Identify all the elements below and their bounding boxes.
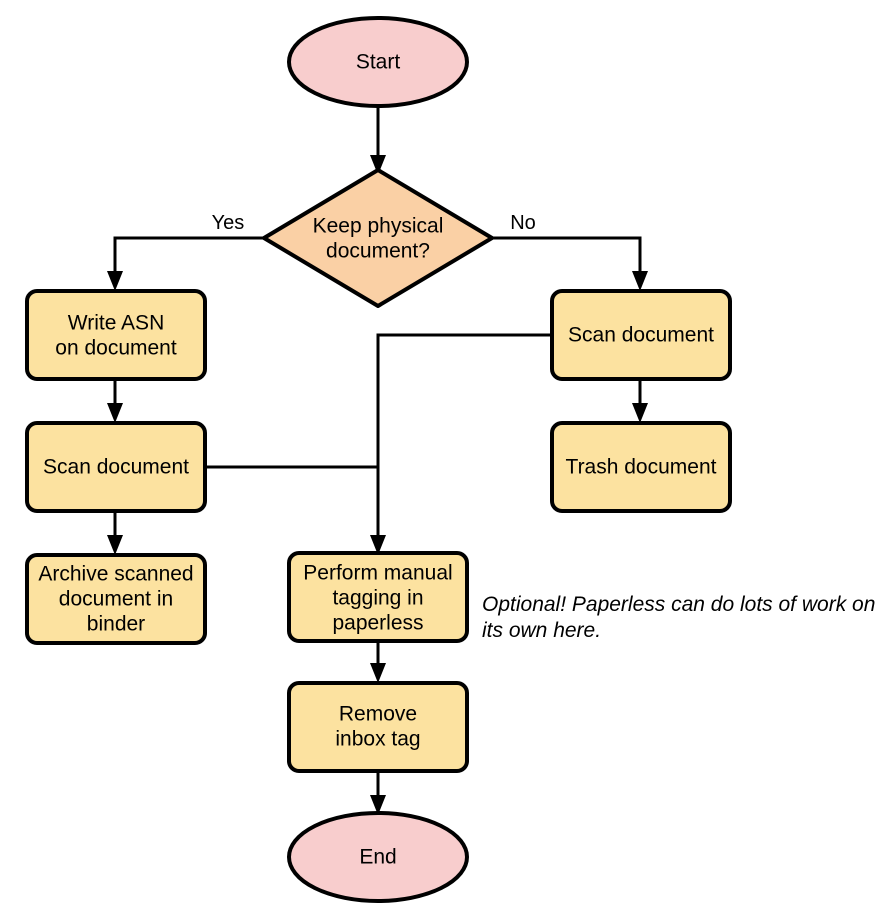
edge-decision-no-to-scan-right bbox=[492, 236, 648, 291]
tagging-label-line2: tagging in bbox=[332, 587, 423, 610]
edge-tagging-to-remove-inbox bbox=[370, 641, 386, 683]
scan-document-left-box bbox=[25, 421, 207, 513]
node-end[interactable]: End bbox=[287, 811, 469, 903]
decision-diamond bbox=[262, 168, 494, 308]
node-scan-document-left[interactable]: Scan document bbox=[25, 421, 207, 513]
annotation-line1: Optional! Paperless can do lots of work … bbox=[482, 593, 875, 616]
trash-document-box bbox=[550, 421, 732, 513]
scan-document-right-label: Scan document bbox=[568, 324, 714, 347]
edge-decision-yes-to-write-asn bbox=[107, 236, 264, 291]
start-ellipse bbox=[287, 16, 469, 108]
decision-label-line2: document? bbox=[326, 240, 430, 263]
edge-label-no: No bbox=[510, 212, 536, 234]
annotation-line2: its own here. bbox=[482, 619, 601, 642]
remove-inbox-label-line1: Remove bbox=[339, 703, 417, 726]
archive-label-line2: document in bbox=[59, 588, 173, 611]
node-trash-document[interactable]: Trash document bbox=[550, 421, 732, 513]
annotation-note: Optional! Paperless can do lots of work … bbox=[482, 593, 875, 642]
trash-document-label: Trash document bbox=[566, 456, 717, 479]
node-decision-keep-physical-document[interactable]: Keep physical document? bbox=[262, 168, 494, 308]
archive-label-line3: binder bbox=[87, 613, 145, 636]
tagging-box bbox=[287, 551, 469, 643]
start-label: Start bbox=[356, 51, 401, 74]
edge-write-asn-to-scan-left bbox=[107, 379, 123, 423]
edge-start-to-decision bbox=[370, 102, 386, 175]
edge-scan-left-to-archive bbox=[107, 511, 123, 555]
scan-document-left-label: Scan document bbox=[43, 456, 189, 479]
write-asn-label-line1: Write ASN bbox=[68, 312, 164, 335]
node-perform-manual-tagging[interactable]: Perform manual tagging in paperless bbox=[287, 551, 469, 643]
decision-label-line1: Keep physical bbox=[313, 215, 444, 238]
write-asn-box bbox=[25, 289, 207, 381]
tagging-label-line1: Perform manual bbox=[303, 562, 452, 585]
end-label: End bbox=[359, 846, 396, 869]
node-remove-inbox-tag[interactable]: Remove inbox tag bbox=[287, 681, 469, 773]
end-ellipse bbox=[287, 811, 469, 903]
write-asn-label-line2: on document bbox=[55, 337, 177, 360]
node-archive-scanned-document[interactable]: Archive scanned document in binder bbox=[25, 553, 207, 645]
edge-scan-right-to-tagging bbox=[370, 333, 552, 555]
tagging-label-line3: paperless bbox=[332, 612, 423, 635]
edge-scan-right-to-trash bbox=[632, 379, 648, 423]
node-write-asn-on-document[interactable]: Write ASN on document bbox=[25, 289, 207, 381]
node-start[interactable]: Start bbox=[287, 16, 469, 108]
archive-label-line1: Archive scanned bbox=[38, 563, 193, 586]
node-scan-document-right[interactable]: Scan document bbox=[550, 289, 732, 381]
scan-document-right-box bbox=[550, 289, 732, 381]
remove-inbox-tag-box bbox=[287, 681, 469, 773]
edge-remove-inbox-to-end bbox=[370, 771, 386, 815]
archive-box bbox=[25, 553, 207, 645]
edge-label-yes: Yes bbox=[212, 212, 245, 234]
remove-inbox-label-line2: inbox tag bbox=[335, 728, 420, 751]
